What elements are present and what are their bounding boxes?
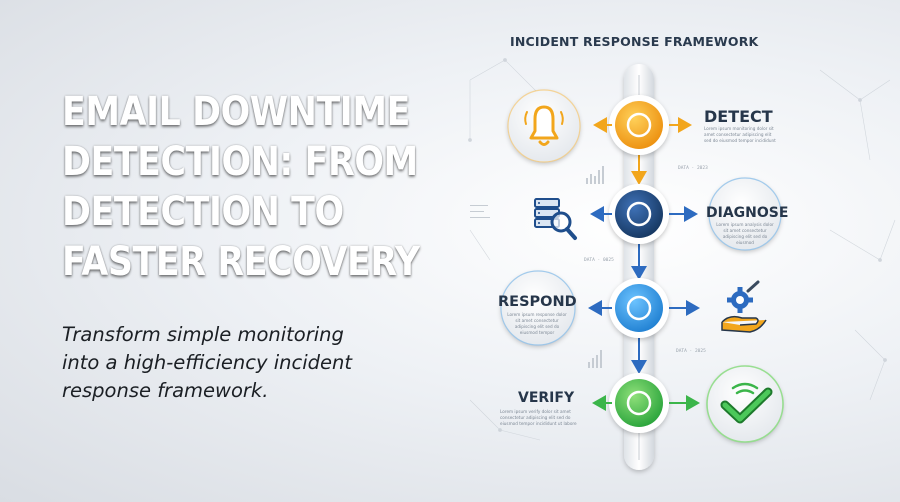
diagnose-bubble	[709, 178, 781, 250]
stage-detect-label: DETECT	[704, 107, 773, 126]
gear-hand-icon	[721, 280, 767, 333]
stage-detect-desc: Lorem ipsum monitoring dolor sit amet co…	[704, 126, 776, 143]
stage-diagnose-desc: Lorem ipsum analysis dolor sit amet cons…	[716, 222, 774, 245]
data-tag-2: DATA · 0025	[584, 258, 614, 263]
mini-chart-decoration	[470, 166, 604, 368]
respond-bubble	[501, 271, 575, 345]
bell-icon	[524, 105, 564, 146]
hero-subtitle-line-2: into a high-efficiency incident	[62, 351, 352, 374]
stage-respond-label: RESPOND	[498, 294, 577, 310]
hero-title: EMAIL DOWNTIME DETECTION: FROM DETECTION…	[62, 86, 452, 286]
hero-title-line-3: DETECTION TO	[62, 187, 344, 235]
stage-respond-desc: Lorem ipsum response dolor sit amet cons…	[507, 312, 567, 335]
server-search-icon	[534, 198, 577, 240]
stage-verify-label: VERIFY	[518, 390, 575, 406]
check-wifi-icon	[720, 382, 773, 424]
data-tag-3: DATA · 2025	[676, 349, 706, 354]
hero-title-line-2: DETECTION: FROM	[62, 137, 418, 185]
hero-subtitle: Transform simple monitoring into a high-…	[62, 321, 462, 405]
stage-respond	[500, 270, 767, 346]
hero-subtitle-line-3: response framework.	[62, 379, 269, 402]
data-tag-1: DATA · 2023	[678, 166, 708, 171]
stage-diagnose	[534, 177, 782, 251]
stage-diagnose-label: DIAGNOSE	[706, 205, 789, 221]
hero-subtitle-line-1: Transform simple monitoring	[62, 323, 344, 346]
stage-verify-desc: Lorem ipsum verify dolor sit amet consec…	[500, 409, 577, 426]
stage-verify	[592, 365, 784, 443]
stage-detect	[507, 89, 692, 163]
framework-title: INCIDENT RESPONSE FRAMEWORK	[510, 34, 759, 49]
hero-title-line-1: EMAIL DOWNTIME	[62, 87, 410, 135]
hero-title-line-4: FASTER RECOVERY	[62, 237, 420, 285]
verify-bubble	[707, 366, 783, 442]
network-decoration	[468, 58, 896, 441]
